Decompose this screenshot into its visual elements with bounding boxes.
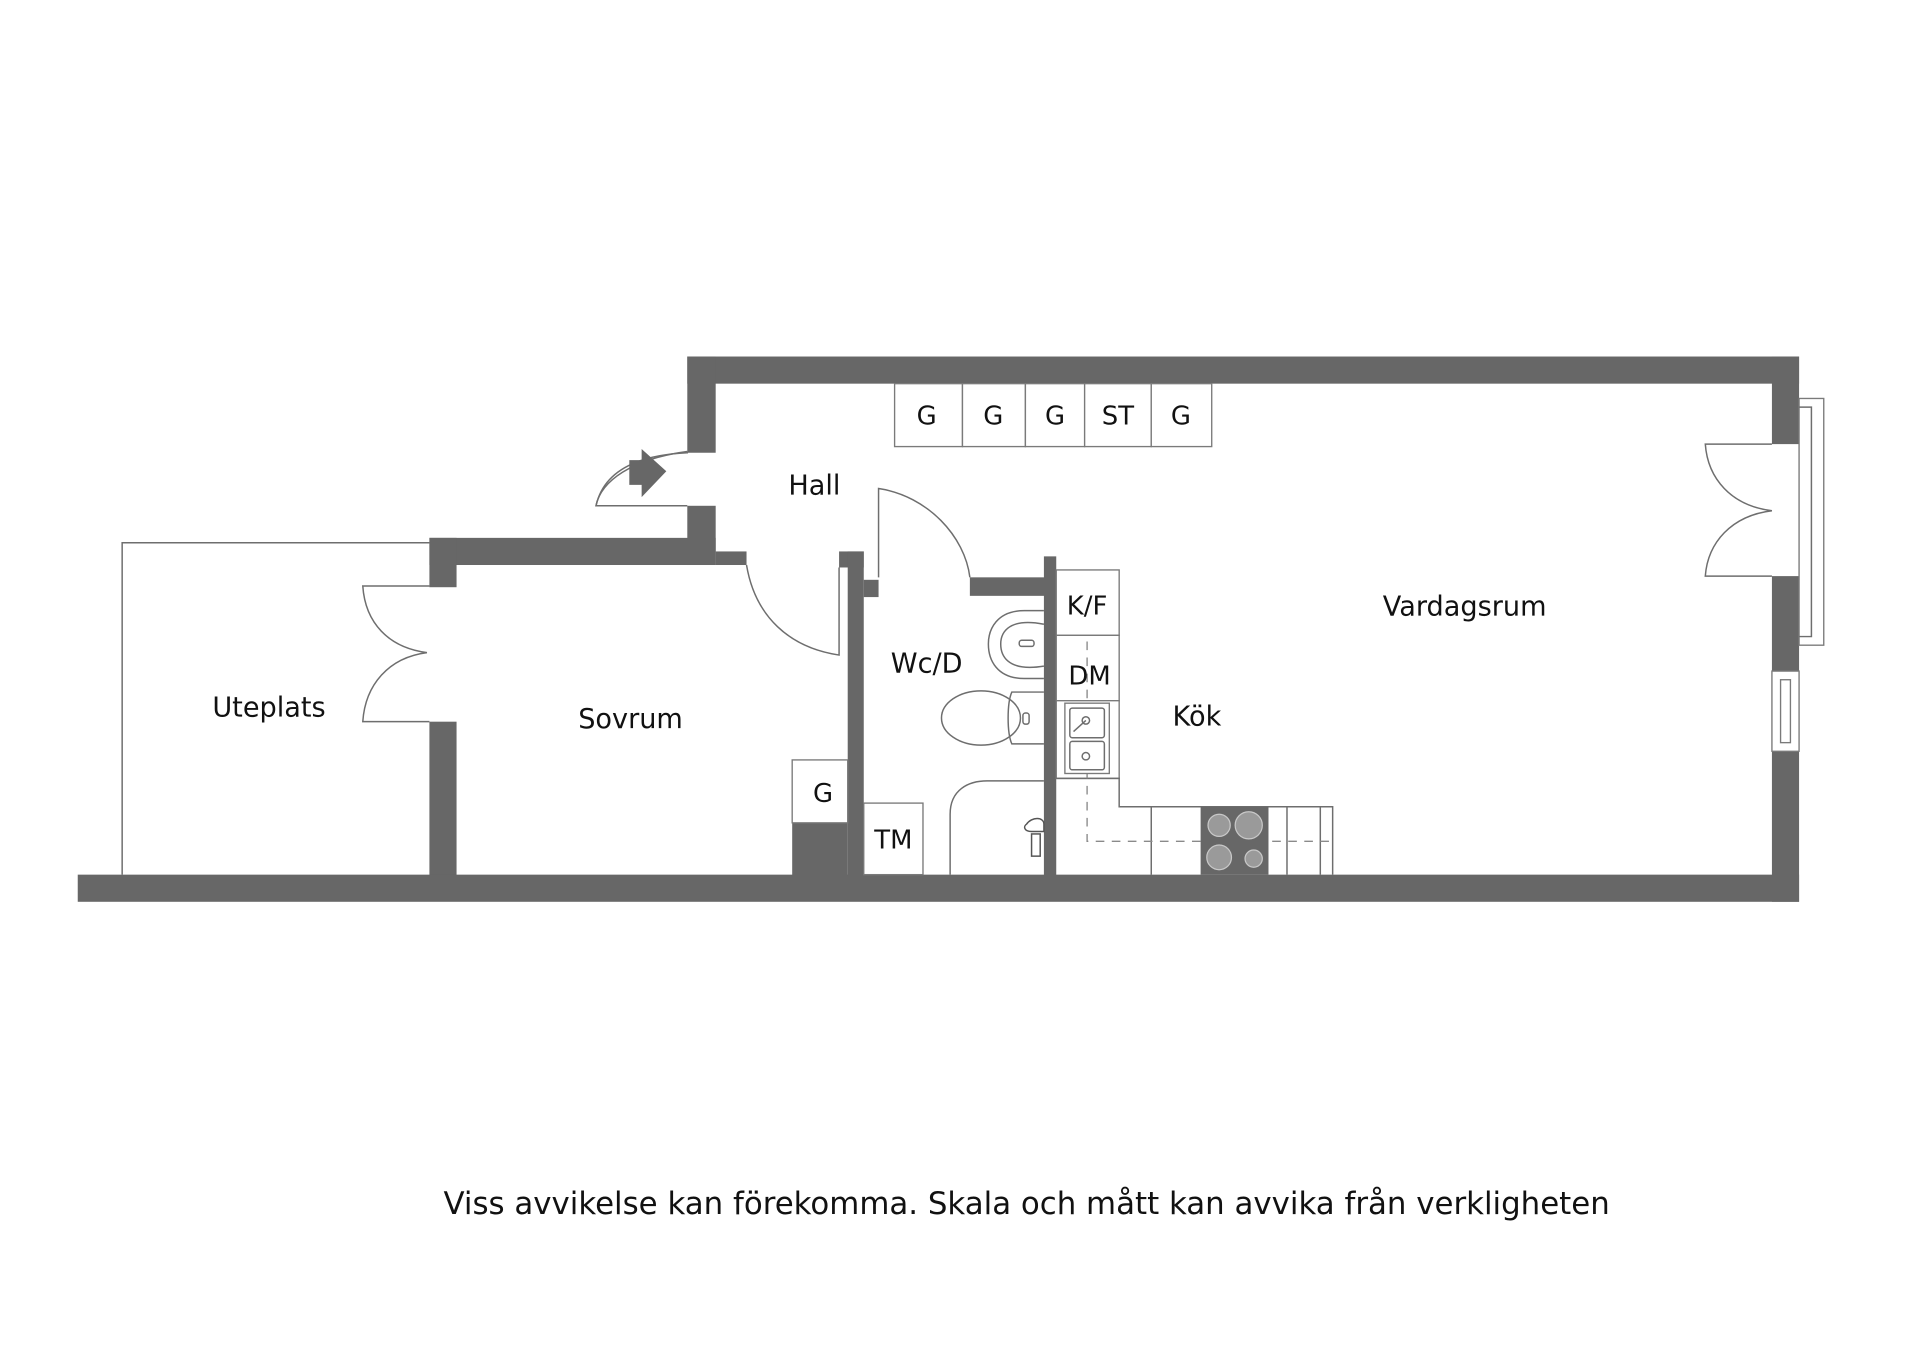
patio-door: [361, 585, 430, 723]
stove-icon: [1200, 806, 1269, 875]
room-label-wc: Wc/D: [891, 648, 963, 679]
bedroom-wardrobe: G: [791, 759, 849, 824]
doors: [361, 443, 1773, 723]
room-label-sovrum: Sovrum: [578, 704, 683, 735]
wc-door: [877, 487, 971, 578]
washbasin-icon: [987, 609, 1045, 680]
room-label-uteplats: Uteplats: [212, 693, 325, 724]
svg-text:TM: TM: [873, 826, 912, 856]
toilet-icon: [940, 690, 1044, 746]
dishwasher-label: DM: [1068, 662, 1110, 692]
balcony-rail: [1798, 397, 1825, 646]
disclaimer-text: Viss avvikelse kan förekomma. Skala och …: [443, 1186, 1609, 1222]
room-label-vardagsrum: Vardagsrum: [1383, 592, 1547, 623]
balcony-door: [1704, 443, 1773, 577]
room-label-hall: Hall: [788, 471, 840, 502]
bedroom-door: [745, 564, 840, 656]
patio-outline: [121, 542, 430, 875]
storage-label: G: [1045, 401, 1065, 431]
storage-label: G: [983, 401, 1003, 431]
fridge-freezer-label: K/F: [1067, 591, 1108, 621]
storage-label: G: [1171, 401, 1191, 431]
walls: [77, 356, 1800, 902]
room-label-kok: Kök: [1173, 701, 1222, 732]
window: [1771, 670, 1800, 752]
storage-label: G: [917, 401, 937, 431]
hall-storage-row: G G G ST G: [893, 382, 1213, 448]
svg-text:G: G: [813, 779, 833, 809]
entrance-arrow-icon: [629, 449, 667, 498]
kitchen-sink-icon: [1064, 702, 1110, 775]
storage-label: ST: [1102, 401, 1134, 431]
shower-icon: [949, 780, 1045, 875]
washing-machine: TM: [863, 802, 924, 876]
